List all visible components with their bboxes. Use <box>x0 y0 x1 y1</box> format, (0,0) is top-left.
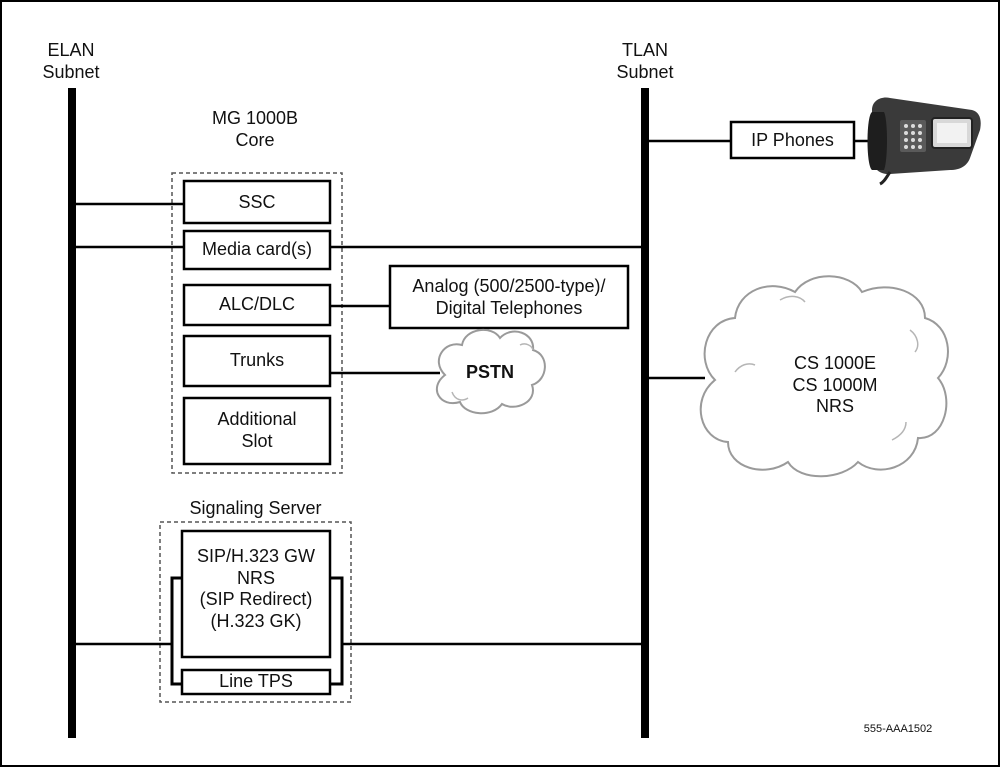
analog-digital-box <box>388 264 630 330</box>
ssc-box <box>182 179 332 225</box>
pstn-cloud <box>435 329 546 415</box>
alc-dlc-label: ALC/DLC <box>218 294 296 314</box>
pstn-cloud-inner <box>451 343 534 401</box>
pstn-label: PSTN <box>465 362 514 382</box>
signaling-server-title: Signaling Server <box>189 498 322 518</box>
ssc-label: SSC <box>238 192 276 212</box>
trunks-label: Trunks <box>229 350 285 370</box>
additional-slot-box <box>182 396 332 466</box>
media-card-box <box>182 229 332 271</box>
tlan-subnet-bus <box>641 88 649 738</box>
sip-gateway-label: SIP/H.323 GW NRS (SIP Redirect) (H.323 G… <box>196 546 316 631</box>
additional-slot-label: Additional Slot <box>217 409 297 451</box>
ip-phones-label: IP Phones <box>751 130 834 150</box>
line-tps-label: Line TPS <box>219 671 293 691</box>
elan-subnet-label: ELAN Subnet <box>42 40 100 82</box>
ip-phone-icon <box>867 97 981 186</box>
figure-id-label: 555-AAA1502 <box>863 723 933 735</box>
cs-cloud-label: CS 1000E CS 1000M NRS <box>792 353 878 417</box>
mg-core-title: MG 1000B Core <box>211 108 299 150</box>
trunks-box <box>182 334 332 388</box>
analog-digital-label: Analog (500/2500-type)/ Digital Telephon… <box>412 276 606 318</box>
media-card-label: Media card(s) <box>201 239 313 259</box>
signaling-left-bracket <box>170 576 182 686</box>
line-tps-box <box>180 668 332 696</box>
mg-core-container <box>171 172 343 474</box>
ip-phones-box <box>729 120 856 160</box>
cs-cloud <box>699 275 949 478</box>
alc-dlc-box <box>182 283 332 327</box>
tlan-subnet-label: TLAN Subnet <box>616 40 674 82</box>
elan-subnet-bus <box>68 88 76 738</box>
signaling-right-bracket <box>330 576 344 686</box>
cs-cloud-inner <box>734 295 919 441</box>
sip-gateway-box <box>180 529 332 659</box>
signaling-server-container <box>159 521 352 703</box>
